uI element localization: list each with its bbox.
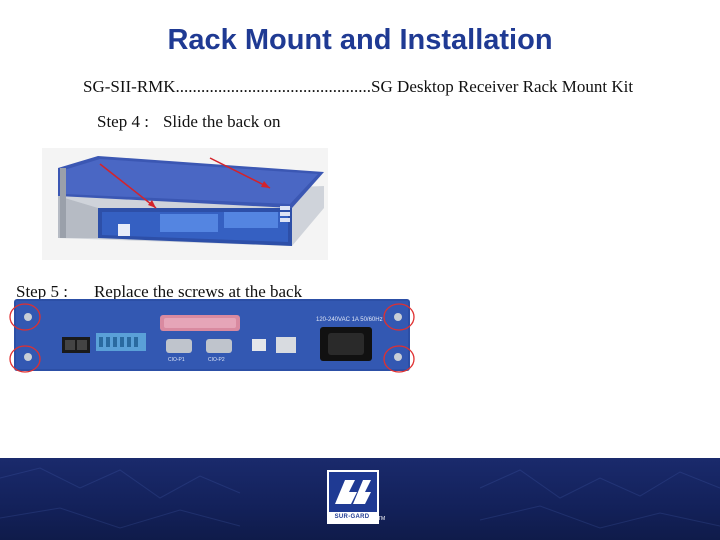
step-5: Step 5 : Replace the screws at the back xyxy=(16,282,302,302)
step-4-label: Step 4 : xyxy=(97,112,149,131)
svg-text:120-240VAC 1A 50/60Hz: 120-240VAC 1A 50/60Hz xyxy=(316,317,383,323)
slide-title: Rack Mount and Installation xyxy=(167,24,553,56)
receiver-back-panel-image: 120-240VAC 1A 50/60Hz CIO-P1 CIO-P2 xyxy=(9,299,415,373)
logo-text: SUR-GARD xyxy=(327,514,377,520)
trademark-mark: TM xyxy=(378,516,386,522)
step-5-label: Step 5 : xyxy=(16,282,68,301)
svg-text:CIO-P1: CIO-P1 xyxy=(168,357,185,363)
kit-description: SG-SII-RMK..............................… xyxy=(83,77,634,96)
step-5-text: Replace the screws at the back xyxy=(93,282,303,301)
step-4: Step 4 : Slide the back on xyxy=(97,112,281,132)
svg-text:CIO-P2: CIO-P2 xyxy=(208,357,225,363)
receiver-top-view-image xyxy=(42,148,328,260)
footer-pattern xyxy=(0,467,720,529)
step-4-text: Slide the back on xyxy=(162,112,281,131)
